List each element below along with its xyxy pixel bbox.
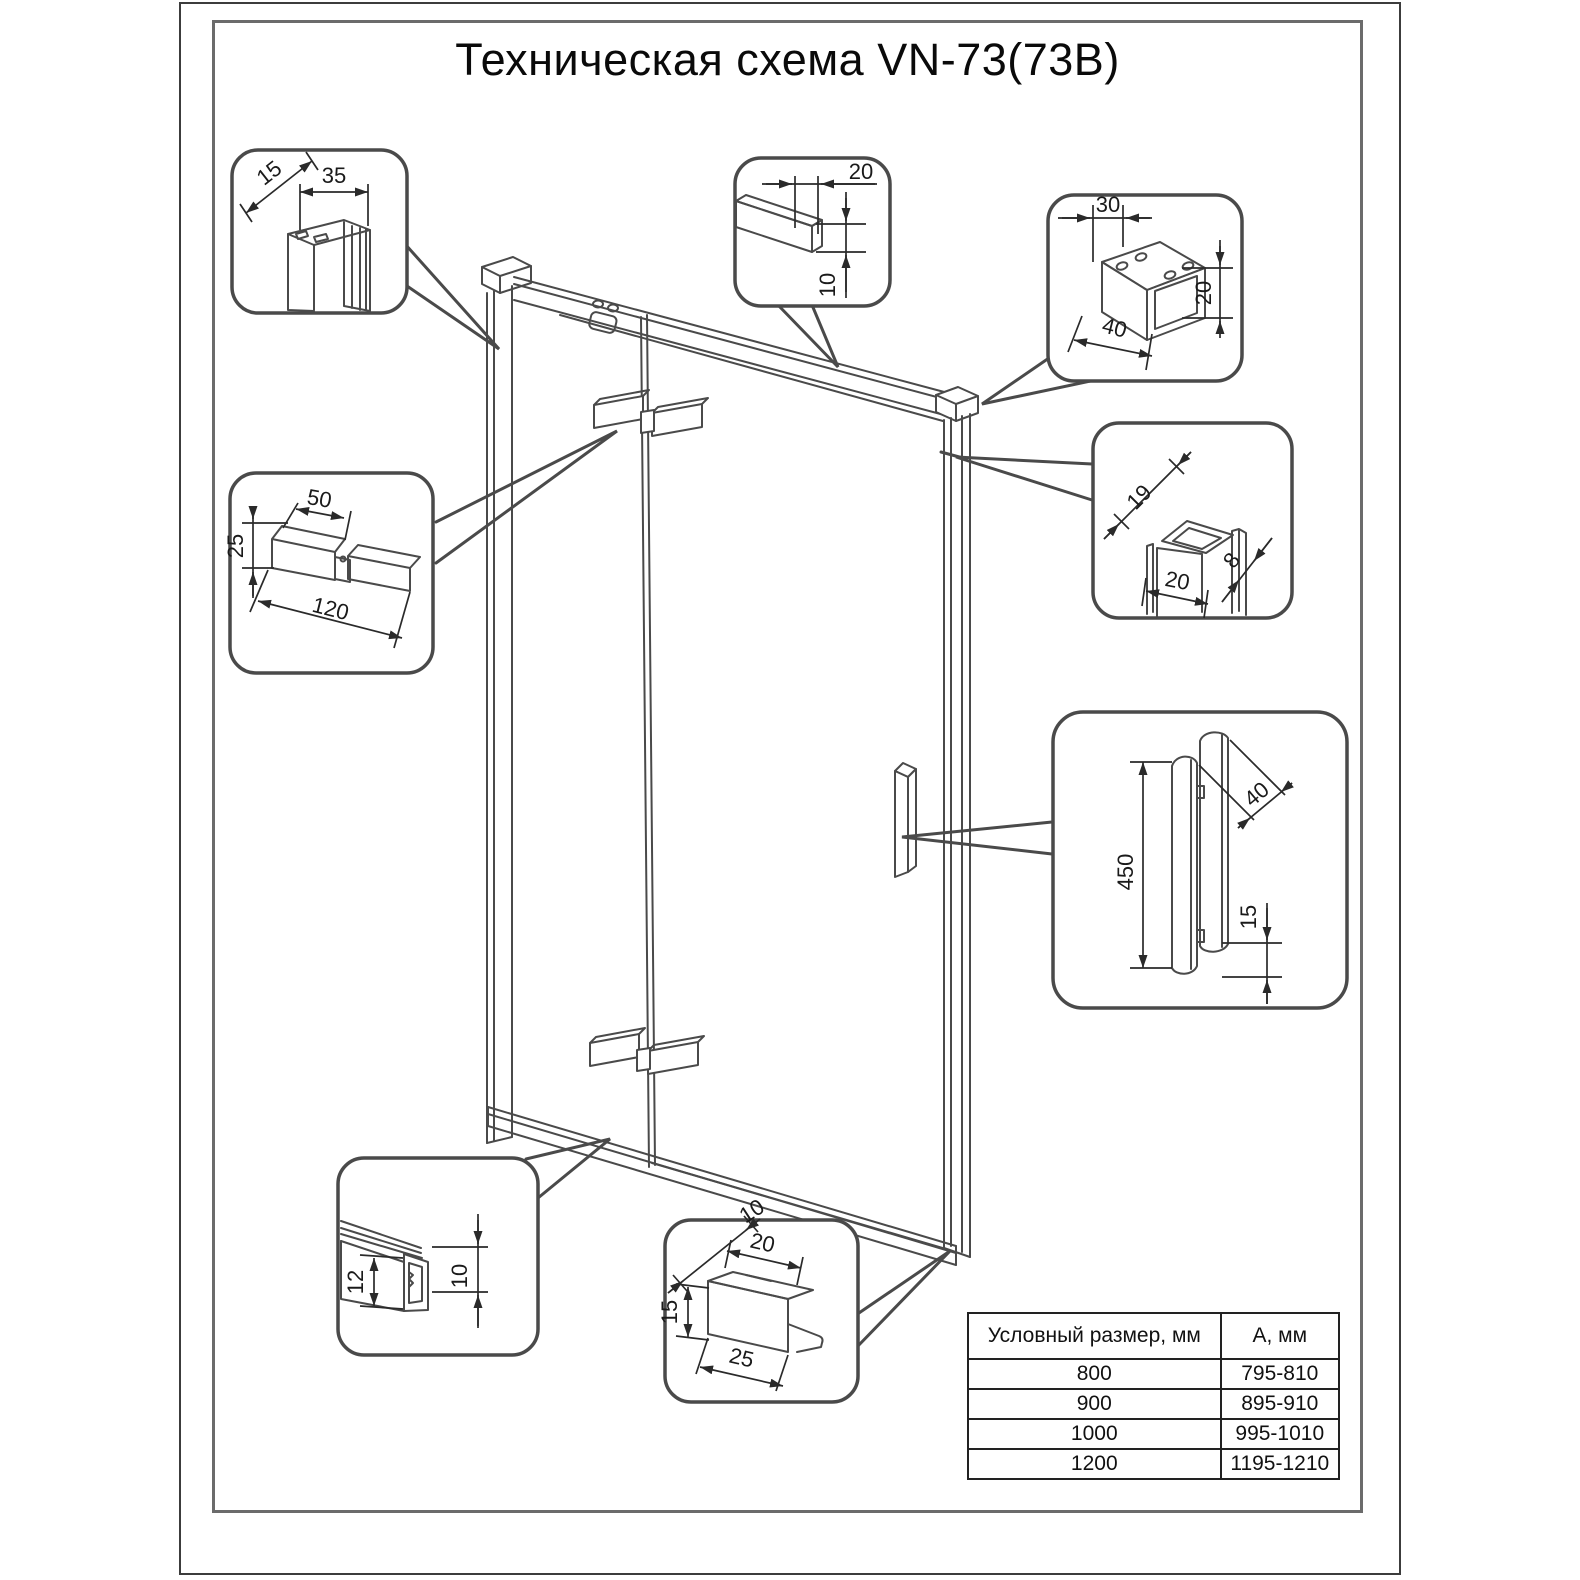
left-wall-profile (481, 256, 532, 1144)
dim-top-bar-height: 10 (815, 273, 840, 297)
table-row: 900 895-910 (967, 1388, 1341, 1420)
page-outer-border (179, 2, 1401, 1575)
corner-connector-detail: 30 20 40 (1058, 192, 1233, 371)
right-wall-profile (943, 413, 971, 1258)
shower-door-isometric (481, 256, 979, 1266)
dim-stopper-length: 25 (727, 1343, 756, 1373)
dim-connector-height: 20 (1191, 281, 1216, 305)
dim-stopper-width: 20 (748, 1228, 777, 1258)
side-profile-detail: 19 20 8 (1103, 451, 1273, 619)
callout-bottom-rail (336, 1156, 540, 1357)
dim-connector-top-width: 30 (1096, 192, 1120, 217)
size-table-header-size: Условный размер, мм (967, 1312, 1222, 1360)
callout-stopper (663, 1218, 860, 1404)
dim-top-bar-width: 20 (849, 159, 873, 184)
size-table: Условный размер, мм А, мм 800 795-810 90… (967, 1312, 1341, 1480)
dim-side-profile-width: 20 (1163, 566, 1192, 595)
top-hinge-clamp (593, 389, 709, 437)
table-row: 1000 995-1010 (967, 1418, 1341, 1450)
top-bar-detail: 20 10 (735, 159, 877, 298)
callout-leader-lines (403, 242, 1102, 1350)
top-support-bar (513, 276, 949, 422)
callout-side-profile (1091, 421, 1294, 620)
table-row: 800 795-810 (967, 1358, 1341, 1390)
size-table-header-row: Условный размер, мм А, мм (967, 1312, 1341, 1360)
dim-handle-offset: 15 (1236, 905, 1261, 929)
bottom-hinge-clamp (589, 1027, 705, 1075)
cell-a: 795-810 (1219, 1358, 1341, 1390)
dim-rail-inner-height: 12 (343, 1270, 368, 1294)
page-title: Техническая схема VN-73(73B) (455, 34, 1120, 85)
size-table-header-a: А, мм (1219, 1312, 1341, 1360)
table-row: 1200 1195-1210 (967, 1448, 1341, 1480)
dim-wall-profile-width: 35 (322, 163, 346, 188)
hinge-detail: 50 25 120 (223, 484, 421, 649)
bottom-rail-detail: 12 10 (340, 1214, 488, 1328)
dim-hinge-clamp-width: 50 (305, 484, 333, 513)
cell-size: 800 (967, 1358, 1222, 1390)
dim-connector-length: 40 (1100, 312, 1130, 342)
cell-size: 900 (967, 1388, 1222, 1420)
dim-stopper-height: 15 (657, 1300, 682, 1324)
cell-a: 995-1010 (1219, 1418, 1341, 1450)
cell-size: 1000 (967, 1418, 1222, 1450)
callout-hinge (228, 471, 435, 675)
dim-hinge-height: 25 (223, 534, 248, 558)
door-hinge-edge (640, 314, 656, 1168)
dim-rail-height: 10 (447, 1264, 472, 1288)
page-inner-border (212, 20, 1363, 1513)
door-handle (894, 762, 917, 878)
cell-a: 1195-1210 (1219, 1448, 1341, 1480)
corner-bracket (935, 386, 979, 422)
dim-handle-length: 450 (1113, 854, 1138, 891)
cell-a: 895-910 (1219, 1388, 1341, 1420)
cell-size: 1200 (967, 1448, 1222, 1480)
